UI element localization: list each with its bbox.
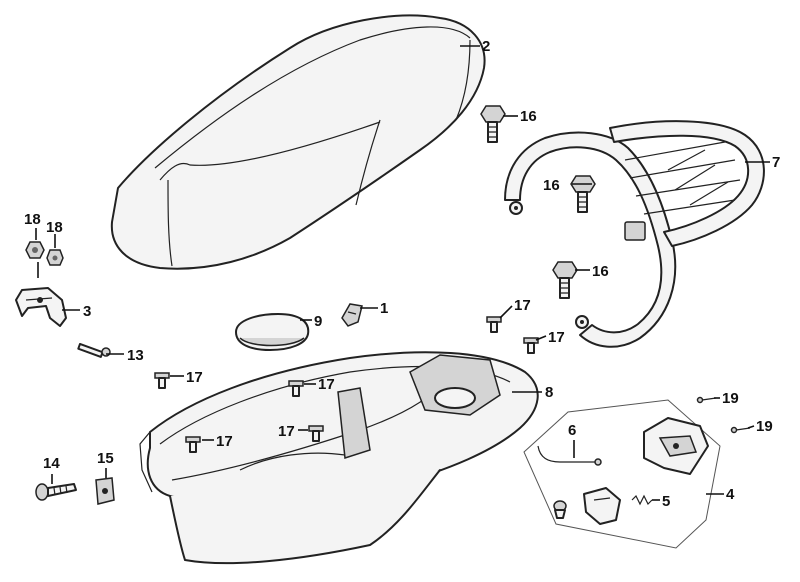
bolt-16-lower xyxy=(552,261,578,299)
screw-17-c xyxy=(154,372,170,389)
callout-8: 8 xyxy=(545,384,553,401)
screw-14 xyxy=(35,483,77,501)
bolt-13 xyxy=(77,343,111,358)
callout-15: 15 xyxy=(97,450,114,467)
clip-1 xyxy=(341,303,363,327)
latch-cable-6 xyxy=(537,445,602,466)
callout-16-upper: 16 xyxy=(520,108,537,125)
callout-18-right: 18 xyxy=(46,219,63,236)
callout-17-c: 17 xyxy=(186,369,203,386)
screw-17-b xyxy=(523,337,539,354)
nut-18-left xyxy=(25,241,45,259)
helmet-box xyxy=(139,351,539,565)
callout-19-upper: 19 xyxy=(722,390,739,407)
callout-17-a: 17 xyxy=(514,297,531,314)
spring-5 xyxy=(631,494,653,506)
callout-17-e: 17 xyxy=(216,433,233,450)
screw-17-e xyxy=(185,436,201,453)
callout-6: 6 xyxy=(568,422,576,439)
callout-14: 14 xyxy=(43,455,60,472)
screw-17-d xyxy=(288,380,304,397)
callout-9: 9 xyxy=(314,313,322,330)
lock-screw xyxy=(553,500,567,519)
pin-19-lower xyxy=(730,426,751,434)
leader-lines xyxy=(35,45,770,501)
callout-7: 7 xyxy=(772,154,780,171)
callout-18-left: 18 xyxy=(24,211,41,228)
callout-16-lower: 16 xyxy=(592,263,609,280)
seat xyxy=(110,14,486,270)
lock-assembly-group xyxy=(523,399,721,549)
rear-carrier xyxy=(504,120,765,348)
cover-cap xyxy=(235,313,310,351)
callout-17-d: 17 xyxy=(318,376,335,393)
seat-latch xyxy=(643,417,709,475)
callout-16-middle: 16 xyxy=(543,177,560,194)
callout-17-b: 17 xyxy=(548,329,565,346)
callout-3: 3 xyxy=(83,303,91,320)
pin-19-upper xyxy=(696,396,717,404)
bracket-3 xyxy=(15,287,67,327)
callout-2: 2 xyxy=(482,38,490,55)
nut-18-right xyxy=(46,249,64,266)
lock-bracket xyxy=(583,487,621,525)
callout-19-lower: 19 xyxy=(756,418,773,435)
callout-1: 1 xyxy=(380,300,388,317)
bolt-16-upper xyxy=(480,105,506,143)
callout-13: 13 xyxy=(127,347,144,364)
callout-5: 5 xyxy=(662,493,670,510)
bolt-16-middle xyxy=(570,175,596,213)
callout-4: 4 xyxy=(726,486,735,503)
callout-17-f: 17 xyxy=(278,423,295,440)
screw-17-f xyxy=(308,425,324,442)
screw-17-a xyxy=(486,316,502,333)
clip-15 xyxy=(95,477,115,505)
